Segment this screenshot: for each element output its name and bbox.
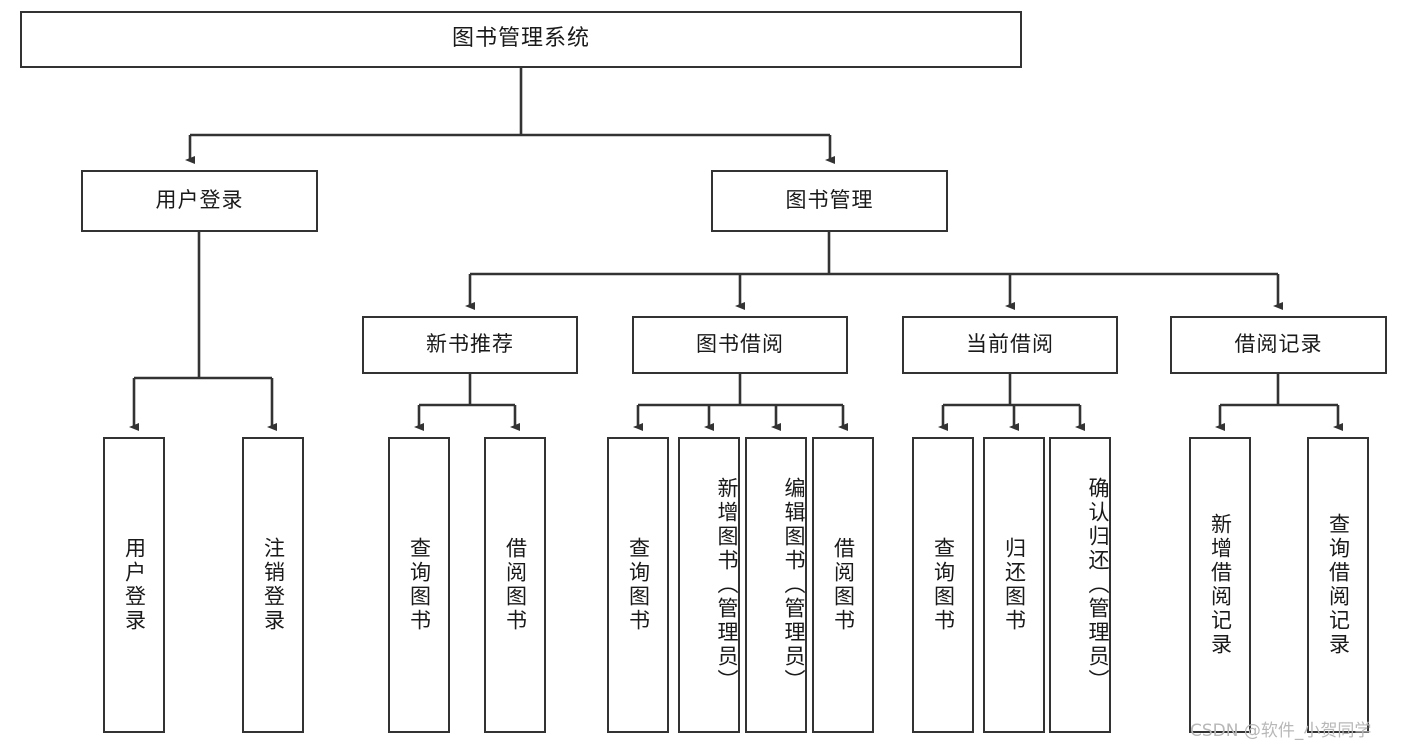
node-user-login[interactable]: 用户登录 xyxy=(81,170,318,232)
node-leaf-user-login[interactable]: 用户登录 xyxy=(103,437,165,733)
node-book-borrow[interactable]: 图书借阅 xyxy=(632,316,848,374)
node-leaf-query-book-1[interactable]: 查询图书 xyxy=(388,437,450,733)
node-leaf-borrow-book-1[interactable]: 借阅图书 xyxy=(484,437,546,733)
node-leaf-query-book-3[interactable]: 查询图书 xyxy=(912,437,974,733)
node-leaf-borrow-book-2[interactable]: 借阅图书 xyxy=(812,437,874,733)
node-leaf-add-book[interactable]: 新增图书（管理员） xyxy=(678,437,740,733)
node-leaf-add-record[interactable]: 新增借阅记录 xyxy=(1189,437,1251,733)
node-leaf-logout[interactable]: 注销登录 xyxy=(242,437,304,733)
node-book-manage[interactable]: 图书管理 xyxy=(711,170,948,232)
node-leaf-query-record[interactable]: 查询借阅记录 xyxy=(1307,437,1369,733)
node-current-borrow[interactable]: 当前借阅 xyxy=(902,316,1118,374)
node-root[interactable]: 图书管理系统 xyxy=(20,11,1022,68)
node-leaf-edit-book[interactable]: 编辑图书（管理员） xyxy=(745,437,807,733)
node-leaf-query-book-2[interactable]: 查询图书 xyxy=(607,437,669,733)
node-leaf-return-book[interactable]: 归还图书 xyxy=(983,437,1045,733)
node-borrow-record[interactable]: 借阅记录 xyxy=(1170,316,1387,374)
watermark-text: CSDN @软件_小贺同学 xyxy=(1190,721,1372,741)
node-new-book-rec[interactable]: 新书推荐 xyxy=(362,316,578,374)
node-leaf-confirm-return[interactable]: 确认归还（管理员） xyxy=(1049,437,1111,733)
